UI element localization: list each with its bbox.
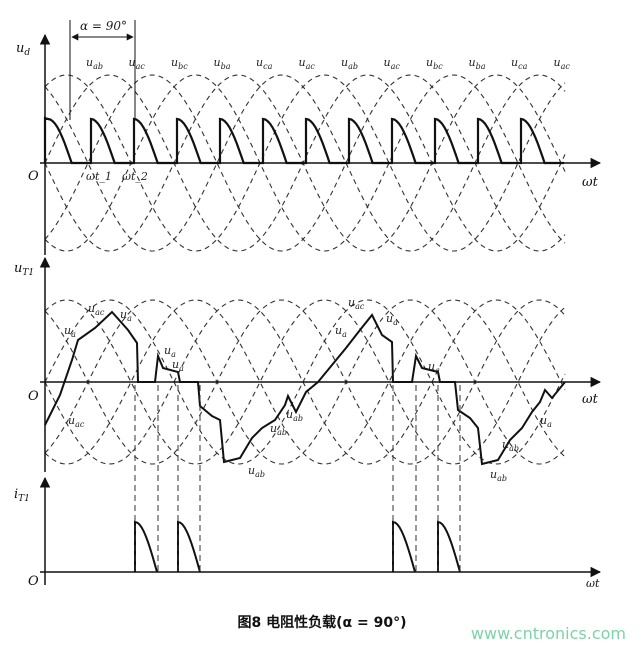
wt1-label: ωt_1: [86, 170, 112, 183]
ut1-annotation-6: uab: [248, 464, 265, 479]
wave-label-5: uac: [299, 56, 316, 71]
vertical-guide-lines: [134, 385, 461, 572]
wave-label-3: uba: [214, 56, 231, 71]
line-voltage-curve-0: [44, 74, 566, 252]
wave-label-0: uab: [86, 56, 103, 71]
phase-curve-5: [44, 299, 566, 465]
it1-current-pulses: [134, 520, 461, 573]
wave-label-10: uca: [511, 56, 528, 71]
panel-it1: O iT1 ωt: [14, 385, 602, 590]
panel-ud: α = 90° O ud ωt ωt_1 ωt_2 uab uac ubc uba uc…: [16, 19, 602, 255]
ud-origin: O: [28, 169, 39, 184]
wave-label-2: ubc: [171, 56, 188, 71]
ut1-thyristor-voltage: [44, 310, 566, 466]
it1-y-label: iT1: [14, 487, 30, 504]
ut1-annotation-11: ua: [386, 312, 398, 327]
ut1-annotation-12: ua: [428, 360, 440, 375]
ut1-annotation-1: ua: [64, 324, 76, 339]
alpha-label: α = 90°: [80, 19, 127, 33]
panel-ut1: O uT1 ωt uacuauauacuauauabuabuabuacuauau…: [14, 256, 602, 483]
it1-x-label: ωt: [586, 577, 600, 590]
it1-origin: O: [28, 574, 39, 589]
ut1-annotation-15: uab: [502, 438, 519, 453]
ut1-annotation-13: uab: [490, 468, 507, 483]
line-voltage-curve-1: [44, 74, 566, 252]
ut1-origin: O: [28, 389, 39, 404]
wave-label-7: uac: [384, 56, 401, 71]
watermark: www.cntronics.com: [470, 624, 626, 643]
phase-curve-1: [44, 299, 566, 465]
wave-label-4: uca: [256, 56, 273, 71]
ut1-y-label: uT1: [14, 261, 34, 278]
wave-label-1: uac: [129, 56, 146, 71]
ut1-annotation-4: ua: [172, 358, 184, 373]
figure-caption: 图8 电阻性负载(α = 90°): [237, 615, 407, 631]
phase-curve-0: [44, 299, 566, 465]
ut1-annotation-5: ua: [164, 344, 176, 359]
line-voltage-dashed-curves: [44, 74, 566, 252]
ut1-annotation-10: ua: [335, 324, 347, 339]
wave-labels: uab uac ubc uba uca uac uab uac ubc uba uca uac: [86, 56, 570, 71]
ut1-x-label: ωt: [582, 392, 599, 407]
ut1-annotation-14: ua: [540, 414, 552, 429]
ud-x-label: ωt: [582, 175, 599, 190]
wave-label-8: ubc: [426, 56, 443, 71]
ut1-annotation-7: uab: [270, 422, 287, 437]
wave-label-9: uba: [469, 56, 486, 71]
ut1-annotation-2: ua: [120, 308, 132, 323]
wave-label-6: uab: [341, 56, 358, 71]
ut1-annotation-9: uac: [348, 296, 365, 311]
ud-y-label: ud: [16, 41, 30, 58]
phase-curve-3: [44, 299, 566, 465]
ud-output-waveform: [43, 116, 564, 165]
ut1-annotation-0: uac: [88, 302, 105, 317]
phase-curve-2: [44, 299, 566, 465]
waveform-figure: α = 90° O ud ωt ωt_1 ωt_2 uab uac ubc uba uc…: [14, 19, 602, 590]
wt2-label: ωt_2: [122, 170, 148, 183]
phase-voltage-dashed-curves: [44, 299, 566, 465]
ut1-annotation-8: uab: [286, 408, 303, 423]
wave-label-11: uac: [554, 56, 571, 71]
ut1-annotation-3: uac: [68, 414, 85, 429]
line-voltage-curve-4: [44, 74, 566, 252]
line-voltage-curve-3: [44, 74, 566, 252]
phase-curve-4: [44, 299, 566, 465]
